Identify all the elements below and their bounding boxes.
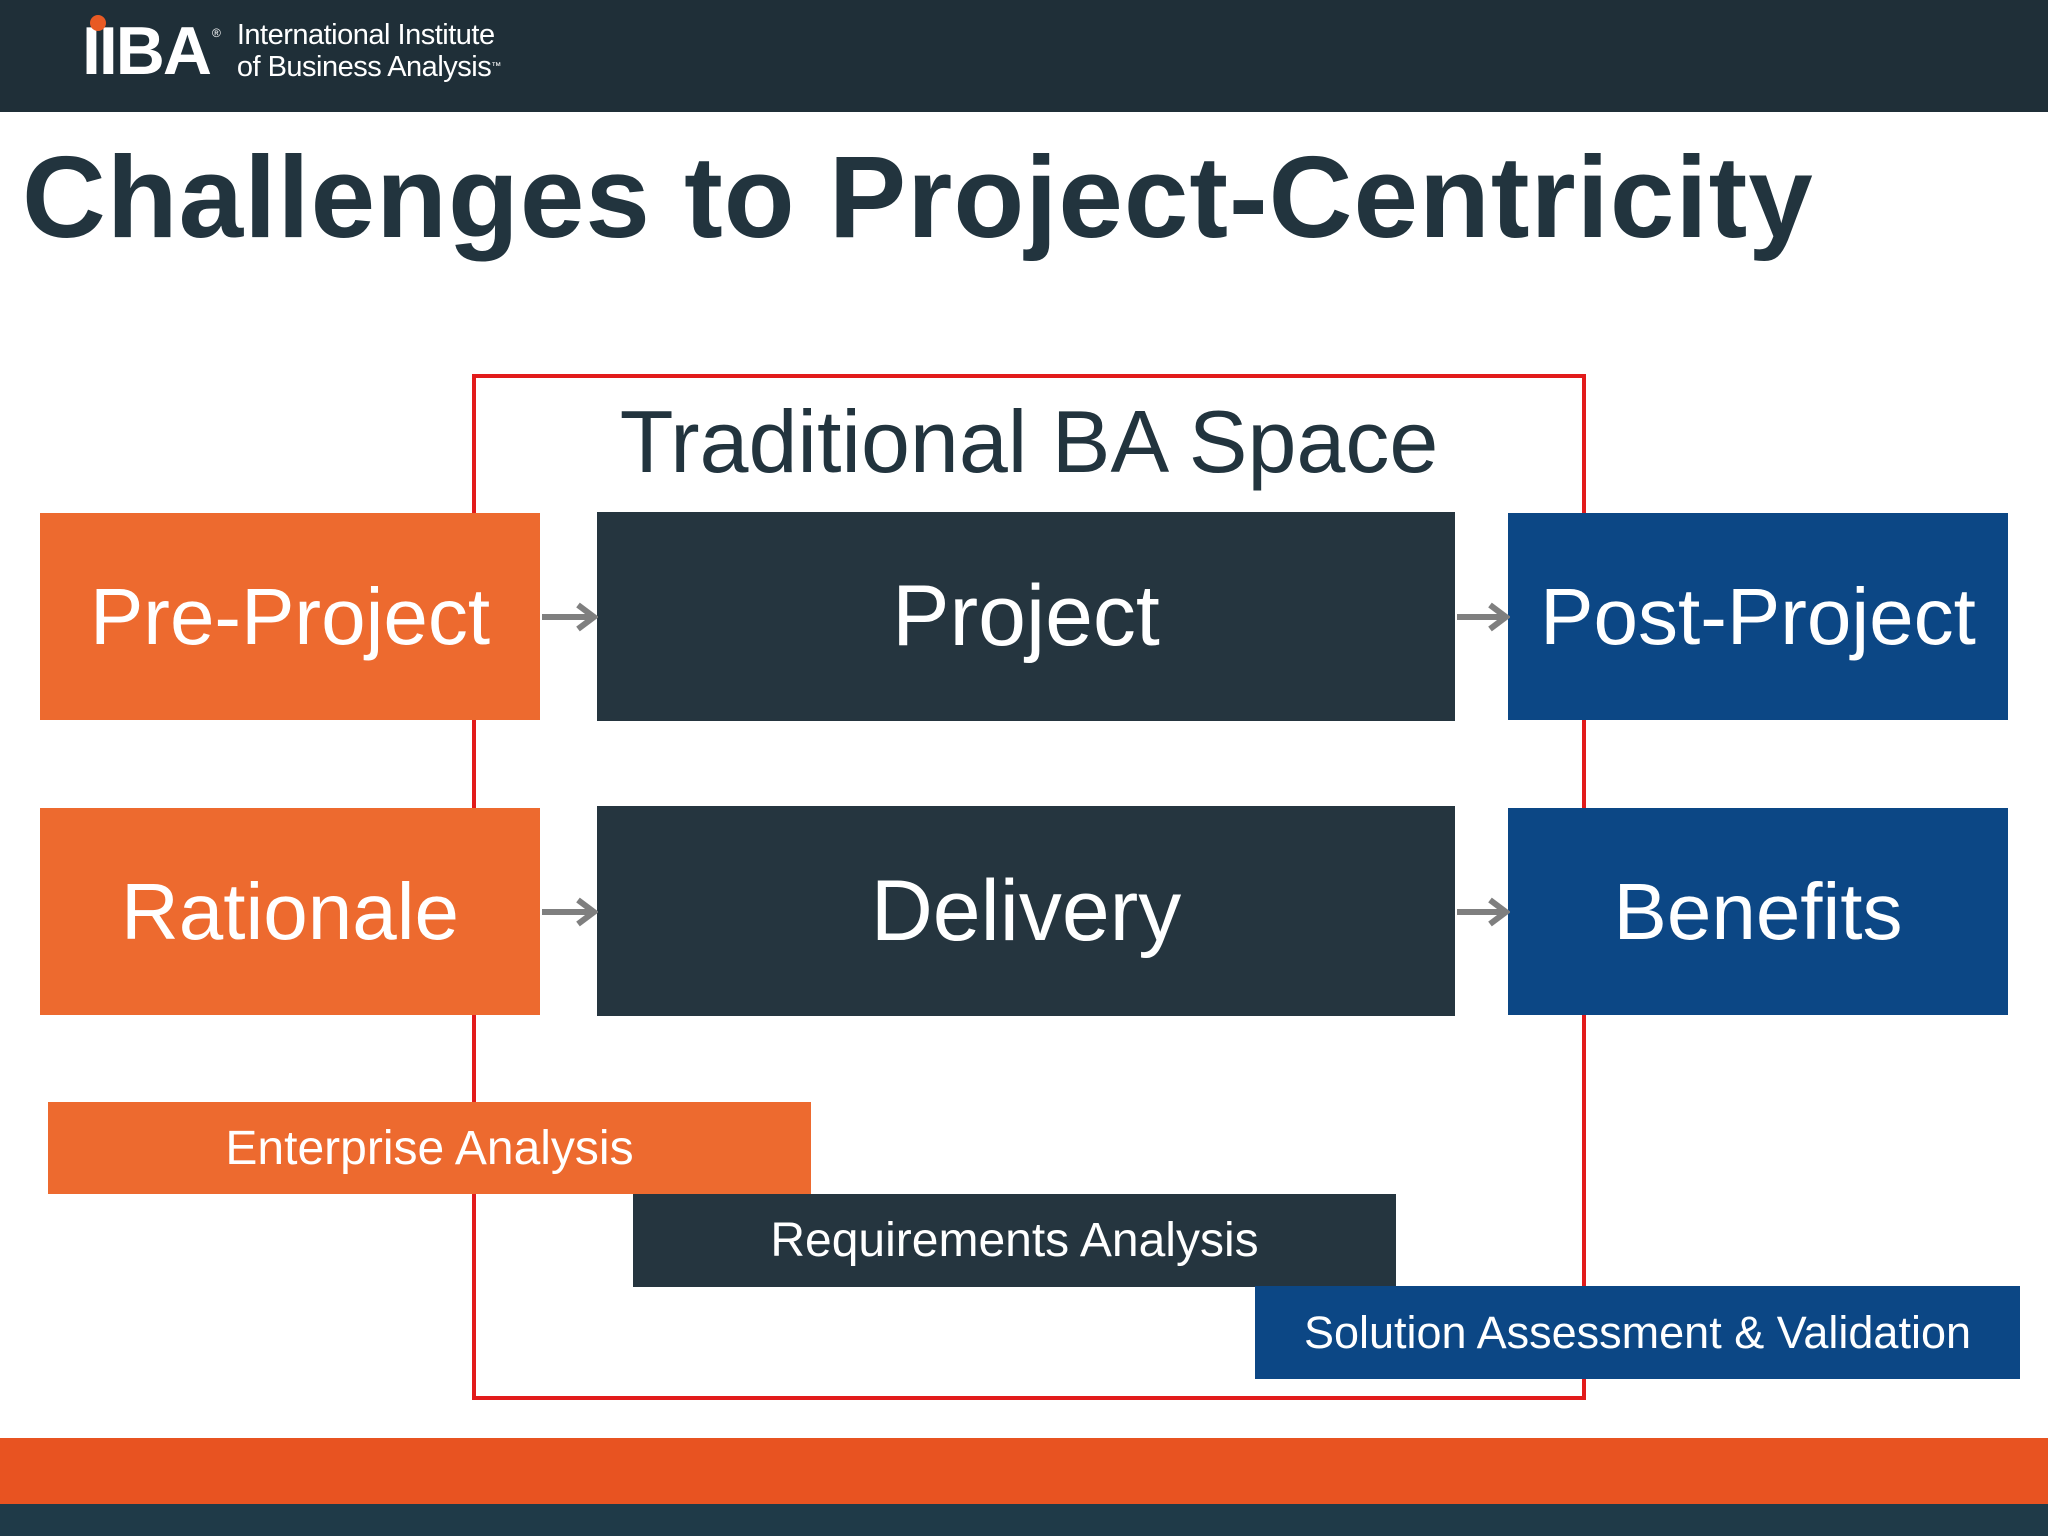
solution-assessment-band: Solution Assessment & Validation: [1255, 1286, 2020, 1379]
benefits-box: Benefits: [1508, 808, 2008, 1015]
requirements-analysis-band: Requirements Analysis: [633, 1194, 1396, 1287]
delivery-box: Delivery: [597, 806, 1455, 1016]
logo-line-2-text: of Business Analysis: [236, 51, 492, 83]
logo-mark: IIBA: [82, 15, 212, 85]
logo-trademark: ™: [491, 61, 501, 72]
footer-orange-bar: [0, 1438, 2048, 1504]
arrow-right-icon: [1457, 897, 1510, 927]
logo-registered-mark: ®: [212, 26, 221, 40]
logo-line-2: of Business Analysis™: [237, 51, 501, 83]
arrow-right-icon: [542, 897, 598, 927]
traditional-ba-space-label: Traditional BA Space: [619, 392, 1439, 491]
project-box: Project: [597, 512, 1455, 721]
enterprise-analysis-band: Enterprise Analysis: [48, 1102, 811, 1194]
header-bar: IIBA ® International Institute of Busine…: [0, 0, 2048, 112]
pre-project-box: Pre-Project: [40, 513, 540, 720]
iiba-logo: IIBA ® International Institute of Busine…: [82, 15, 501, 86]
post-project-box: Post-Project: [1508, 513, 2008, 720]
rationale-box: Rationale: [40, 808, 540, 1015]
logo-dot-icon: [90, 15, 106, 31]
logo-text: International Institute of Business Anal…: [237, 19, 501, 83]
arrow-right-icon: [542, 602, 598, 632]
page-title: Challenges to Project-Centricity: [22, 132, 1814, 262]
footer-dark-bar: [0, 1504, 2048, 1536]
arrow-right-icon: [1457, 602, 1510, 632]
logo-line-1: International Institute: [236, 19, 495, 51]
